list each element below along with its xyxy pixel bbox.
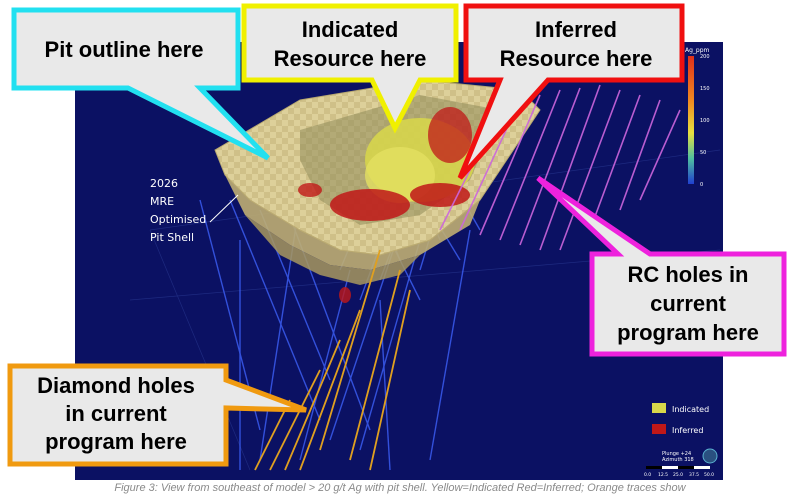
callout-pit-outline: Pit outline here (11, 7, 270, 161)
scale-tick: 50.0 (704, 472, 714, 478)
azimuth-text: Azimuth 318 (662, 457, 694, 463)
legend-swatch-indicated (652, 403, 666, 413)
scale-tick: 12.5 (658, 472, 668, 478)
callout-diamond-text: in current (65, 401, 167, 426)
colorbar-tick-label: 100 (700, 118, 710, 124)
inferred-resource-blocks (298, 107, 472, 303)
pit-shell-label: 2026 MRE Optimised Pit Shell (150, 177, 239, 244)
colorbar-tick-label: 150 (700, 86, 710, 92)
scale-tick: 0.0 (644, 472, 651, 478)
callout-rc-text: program here (617, 320, 759, 345)
callout-rc-holes: RC holes in current program here (536, 175, 787, 357)
callout-diamond-text: Diamond holes (37, 373, 195, 398)
figure-caption: Figure 3: View from southeast of model >… (114, 482, 686, 494)
callout-inferred-text: Resource here (500, 46, 653, 71)
shell-label-line: Optimised (150, 213, 206, 226)
shell-label-line: 2026 (150, 177, 178, 190)
legend: Indicated Inferred (652, 403, 709, 435)
colorbar: Ag_ppm 200 150 100 50 0 (685, 47, 710, 188)
callout-pit-text: Pit outline here (45, 37, 204, 62)
callout-rc-text: RC holes in (627, 262, 748, 287)
callout-inferred: Inferred Resource here (457, 3, 685, 180)
callout-indicated: Indicated Resource here (241, 3, 459, 134)
orientation-info: Plunge +24 Azimuth 318 (662, 448, 718, 464)
callout-inferred-text: Inferred (535, 17, 617, 42)
callout-diamond-text: program here (45, 429, 187, 454)
scale-bar: 0.0 12.5 25.0 37.5 50.0 (644, 466, 714, 478)
colorbar-tick-label: 50 (700, 150, 706, 156)
colorbar-tick-label: 0 (700, 182, 703, 188)
orientation-globe-icon (702, 448, 718, 464)
scale-tick: 37.5 (689, 472, 699, 478)
colorbar-title: Ag_ppm (685, 47, 710, 54)
callout-indicated-text: Resource here (274, 46, 427, 71)
shell-label-leader (209, 194, 239, 223)
shell-label-line: Pit Shell (150, 231, 194, 244)
callout-rc-text: current (650, 291, 726, 316)
legend-swatch-inferred (652, 424, 666, 434)
scale-tick: 25.0 (673, 472, 683, 478)
callout-diamond-holes: Diamond holes in current program here (7, 363, 307, 467)
legend-label-inferred: Inferred (672, 426, 703, 435)
legend-label-indicated: Indicated (672, 405, 709, 414)
shell-label-line: MRE (150, 195, 174, 208)
colorbar-ramp (688, 56, 694, 184)
plunge-text: Plunge +24 (662, 451, 691, 457)
callout-indicated-text: Indicated (302, 17, 399, 42)
colorbar-tick-label: 200 (700, 54, 710, 60)
